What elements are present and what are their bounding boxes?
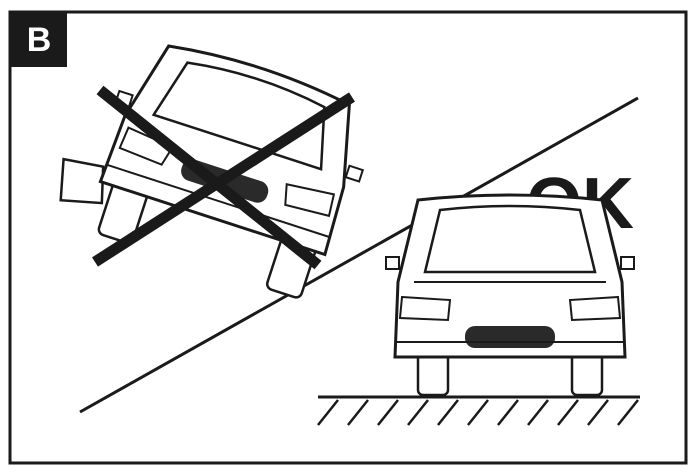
level-car-mirror-right	[621, 257, 634, 269]
panel-label: B	[11, 13, 67, 67]
level-car-headlight-right	[570, 297, 620, 320]
panel-label-text: B	[27, 21, 52, 59]
level-car-windshield	[425, 206, 595, 272]
level-car-grille	[465, 326, 555, 348]
level-car-headlight-left	[400, 297, 450, 320]
level-car-mirror-left	[386, 257, 399, 269]
